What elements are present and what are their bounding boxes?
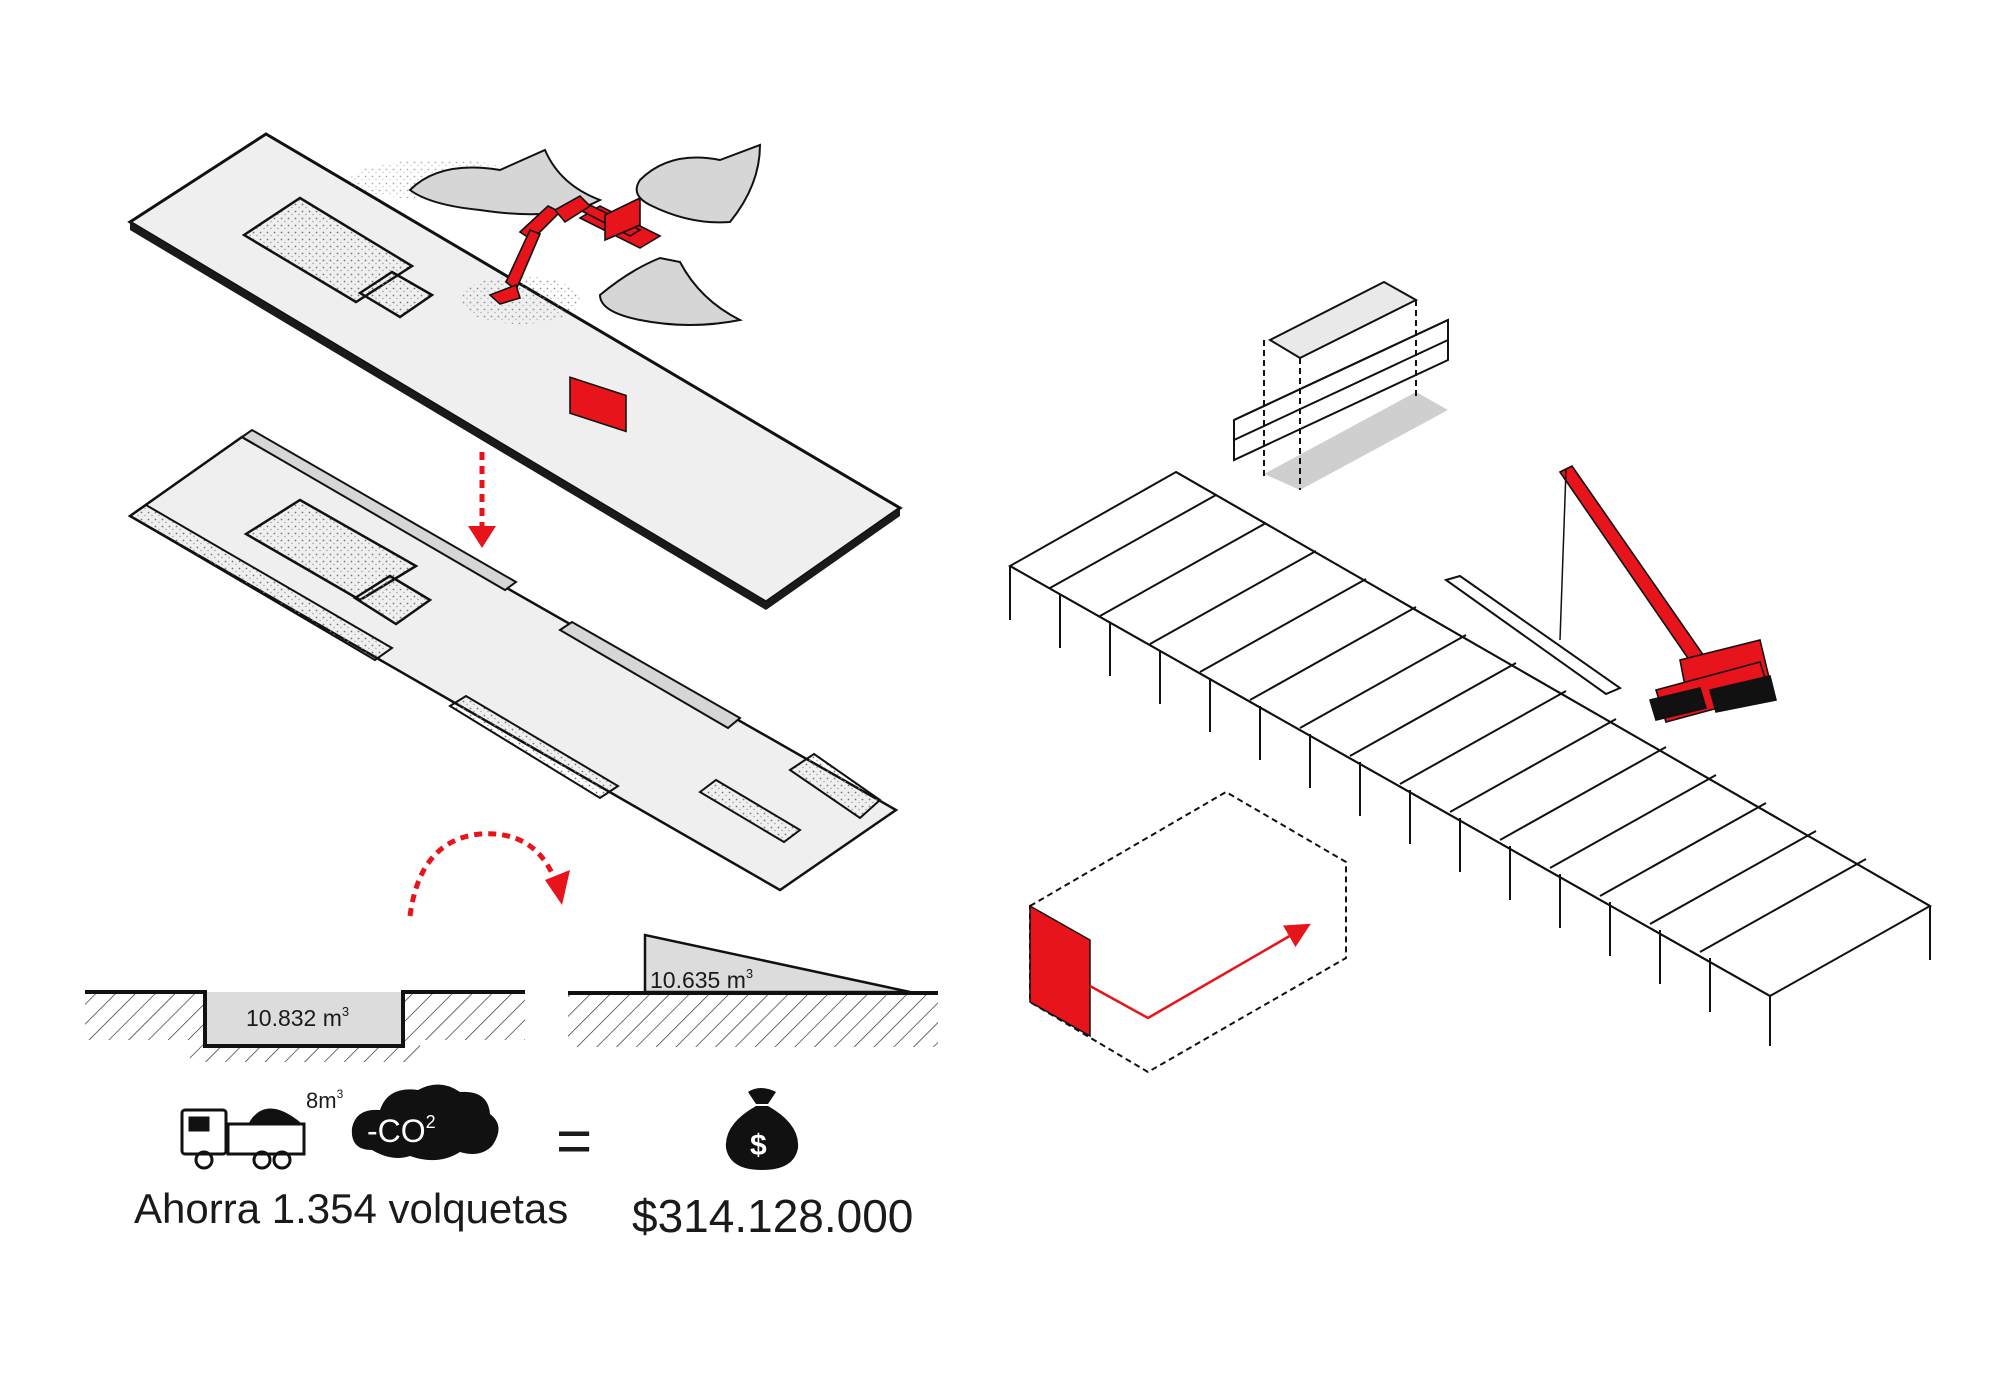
- section-excavation: [85, 990, 525, 1062]
- section-fill: [568, 933, 938, 1047]
- dirt-mound-2: [635, 143, 762, 224]
- arrow-head-curve: [545, 870, 570, 905]
- truss-module-exploded: [1233, 280, 1449, 490]
- cross-trusses: [1049, 494, 1867, 953]
- terrain-slab-bottom: [127, 428, 899, 892]
- equals-sign: =: [556, 1107, 592, 1176]
- steel-structure: [1007, 470, 1933, 1046]
- savings-trucks-label: Ahorra 1.354 volquetas: [134, 1185, 568, 1232]
- dirt-mound-3: [598, 256, 744, 326]
- excavator-icon: [488, 195, 662, 433]
- truck-capacity-label: 8m3: [306, 1087, 344, 1113]
- dirt-mound-1: [408, 148, 603, 216]
- excavation-volume-label: 10.832 m3: [246, 1004, 349, 1031]
- storage-block: [1029, 790, 1347, 1074]
- columns: [1009, 566, 1931, 1046]
- co2-cloud-icon: -CO2: [351, 1084, 499, 1161]
- savings-money-label: $314.128.000: [632, 1190, 913, 1242]
- arrow-head-down: [468, 526, 496, 548]
- money-bag-symbol: $: [750, 1129, 767, 1162]
- dump-truck-icon: [180, 1108, 306, 1170]
- money-bag-icon: $: [725, 1088, 799, 1170]
- arrow-curve-transfer: [407, 831, 558, 917]
- co2-text: -CO2: [367, 1112, 436, 1149]
- fill-volume-label: 10.635 m3: [650, 966, 753, 993]
- crane-icon: [1558, 464, 1777, 723]
- lifted-truss: [1443, 574, 1623, 696]
